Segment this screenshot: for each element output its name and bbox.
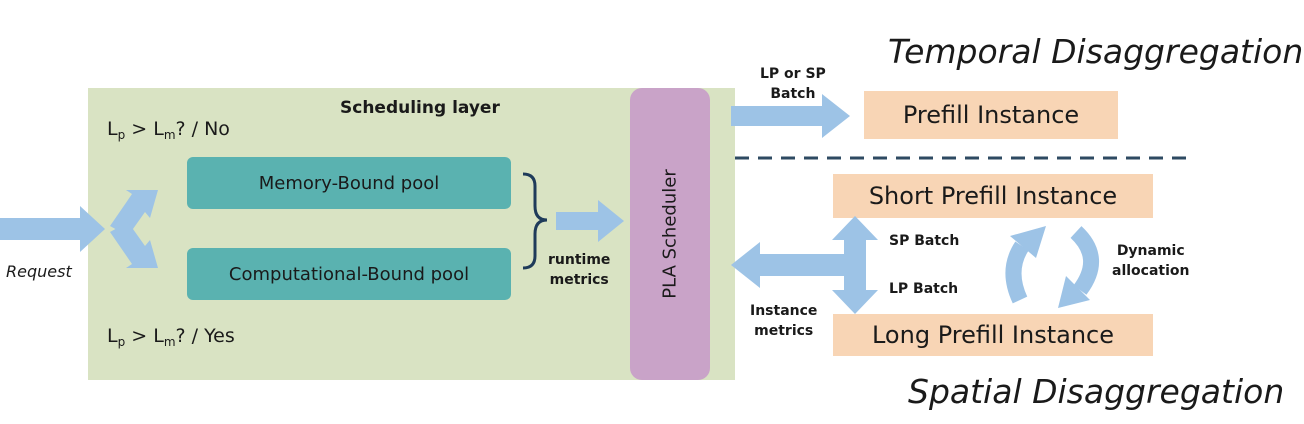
request-arrow: [0, 206, 105, 252]
computational-bound-pool: Computational-Bound pool: [187, 248, 511, 300]
spatial-disaggregation-title: Spatial Disaggregation: [908, 372, 1285, 411]
batch-vertical-arrow: [832, 216, 878, 314]
condition-yes: Lp > Lm? / Yes: [107, 325, 235, 349]
scheduling-layer: [88, 88, 735, 380]
request-label: Request: [6, 262, 72, 281]
lp-or-sp-batch-label: LP or SP Batch: [760, 66, 826, 102]
memory-bound-pool: Memory-Bound pool: [187, 157, 511, 209]
condition-no: Lp > Lm? / No: [107, 118, 230, 142]
temporal-disaggregation-title: Temporal Disaggregation: [888, 32, 1304, 71]
sp-batch-label: SP Batch: [889, 233, 960, 249]
prefill-instance: Prefill Instance: [864, 91, 1118, 139]
short-prefill-instance: Short Prefill Instance: [833, 174, 1153, 218]
runtime-metrics-label: runtime metrics: [548, 252, 611, 288]
instance-metrics-label: Instance metrics: [750, 303, 818, 339]
split-arrow-down: [110, 222, 158, 268]
dynamic-arrow-left: [1005, 241, 1029, 304]
dynamic-arrow-right: [1070, 226, 1100, 295]
long-prefill-instance: Long Prefill Instance: [833, 314, 1153, 356]
dynamic-arrow-right-head: [1058, 276, 1090, 308]
pool-bracket: [522, 172, 548, 270]
runtime-arrow: [556, 200, 624, 242]
pla-scheduler: [630, 88, 710, 380]
split-arrow-up: [110, 190, 158, 236]
instance-metrics-arrow: [731, 242, 853, 288]
lp-batch-label: LP Batch: [889, 281, 959, 297]
dynamic-arrow-left-head: [1010, 226, 1046, 258]
dynamic-allocation-label: Dynamic allocation: [1112, 243, 1190, 279]
scheduling-layer-title: Scheduling layer: [340, 98, 500, 118]
temporal-batch-arrow: [731, 94, 850, 138]
